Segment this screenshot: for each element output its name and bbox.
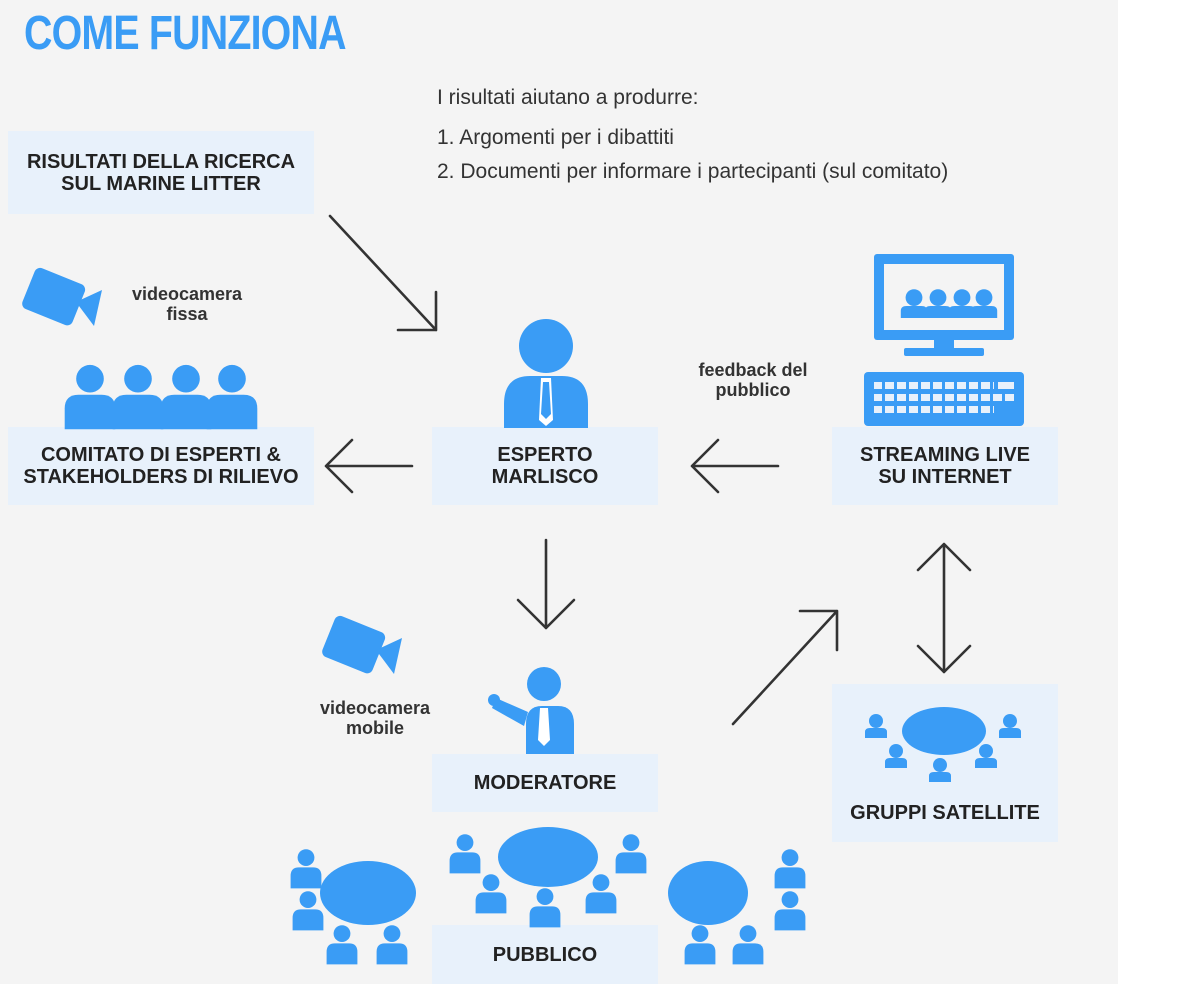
- diagram-graphics: [20, 214, 1024, 965]
- satellite-table-icon: [865, 707, 1021, 782]
- intro-item-2: 2. Documenti per informare i partecipant…: [437, 160, 949, 183]
- arrow-research-to-expert-icon: [328, 214, 438, 332]
- fixed-camera-label: videocamera fissa: [131, 284, 243, 324]
- committee-box: COMITATO DI ESPERTI & STAKEHOLDERS DI RI…: [8, 427, 314, 505]
- monitor-icon: [874, 254, 1014, 356]
- public-table-left-icon: [290, 849, 416, 965]
- committee-label: COMITATO DI ESPERTI & STAKEHOLDERS DI RI…: [23, 444, 299, 488]
- arrow-streaming-satellite-icon: [916, 542, 972, 674]
- feedback-label: feedback del pubblico: [698, 360, 808, 400]
- arrow-expert-to-committee-icon: [324, 438, 414, 494]
- page-title: COME FUNZIONA: [24, 7, 347, 60]
- committee-people-icon: [64, 364, 258, 430]
- intro-item-1: 1. Argomenti per i dibattiti: [437, 126, 674, 149]
- moderator-box: MODERATORE: [432, 754, 658, 812]
- arrow-expert-to-moderator-icon: [516, 538, 576, 630]
- public-label: PUBBLICO: [492, 943, 598, 966]
- satellite-label: GRUPPI SATELLITE: [850, 802, 1040, 824]
- keyboard-icon: [864, 372, 1024, 426]
- research-label: RISULTATI DELLA RICERCA SUL MARINE LITTE…: [26, 150, 296, 195]
- research-box: RISULTATI DELLA RICERCA SUL MARINE LITTE…: [8, 131, 314, 214]
- expert-box: ESPERTO MARLISCO: [432, 427, 658, 505]
- public-table-center-icon: [449, 827, 647, 928]
- diagram-canvas: COME FUNZIONA I risultati aiutano a prod…: [0, 0, 1118, 984]
- moderator-label: MODERATORE: [473, 772, 617, 794]
- arrow-streaming-to-expert-icon: [690, 438, 780, 494]
- intro-heading: I risultati aiutano a produrre:: [437, 86, 699, 109]
- fixed-camera-icon: [20, 266, 102, 328]
- streaming-label: STREAMING LIVE SU INTERNET: [859, 444, 1030, 488]
- arrow-public-to-streaming-icon: [731, 609, 839, 726]
- public-table-right-icon: [668, 849, 806, 965]
- expert-person-icon: [504, 319, 588, 428]
- expert-label: ESPERTO MARLISCO: [491, 444, 599, 488]
- mobile-camera-icon: [320, 614, 402, 676]
- streaming-box: STREAMING LIVE SU INTERNET: [832, 427, 1058, 505]
- public-box: PUBBLICO: [432, 925, 658, 984]
- mobile-camera-label: videocamera mobile: [319, 698, 431, 738]
- moderator-person-icon: [488, 667, 574, 754]
